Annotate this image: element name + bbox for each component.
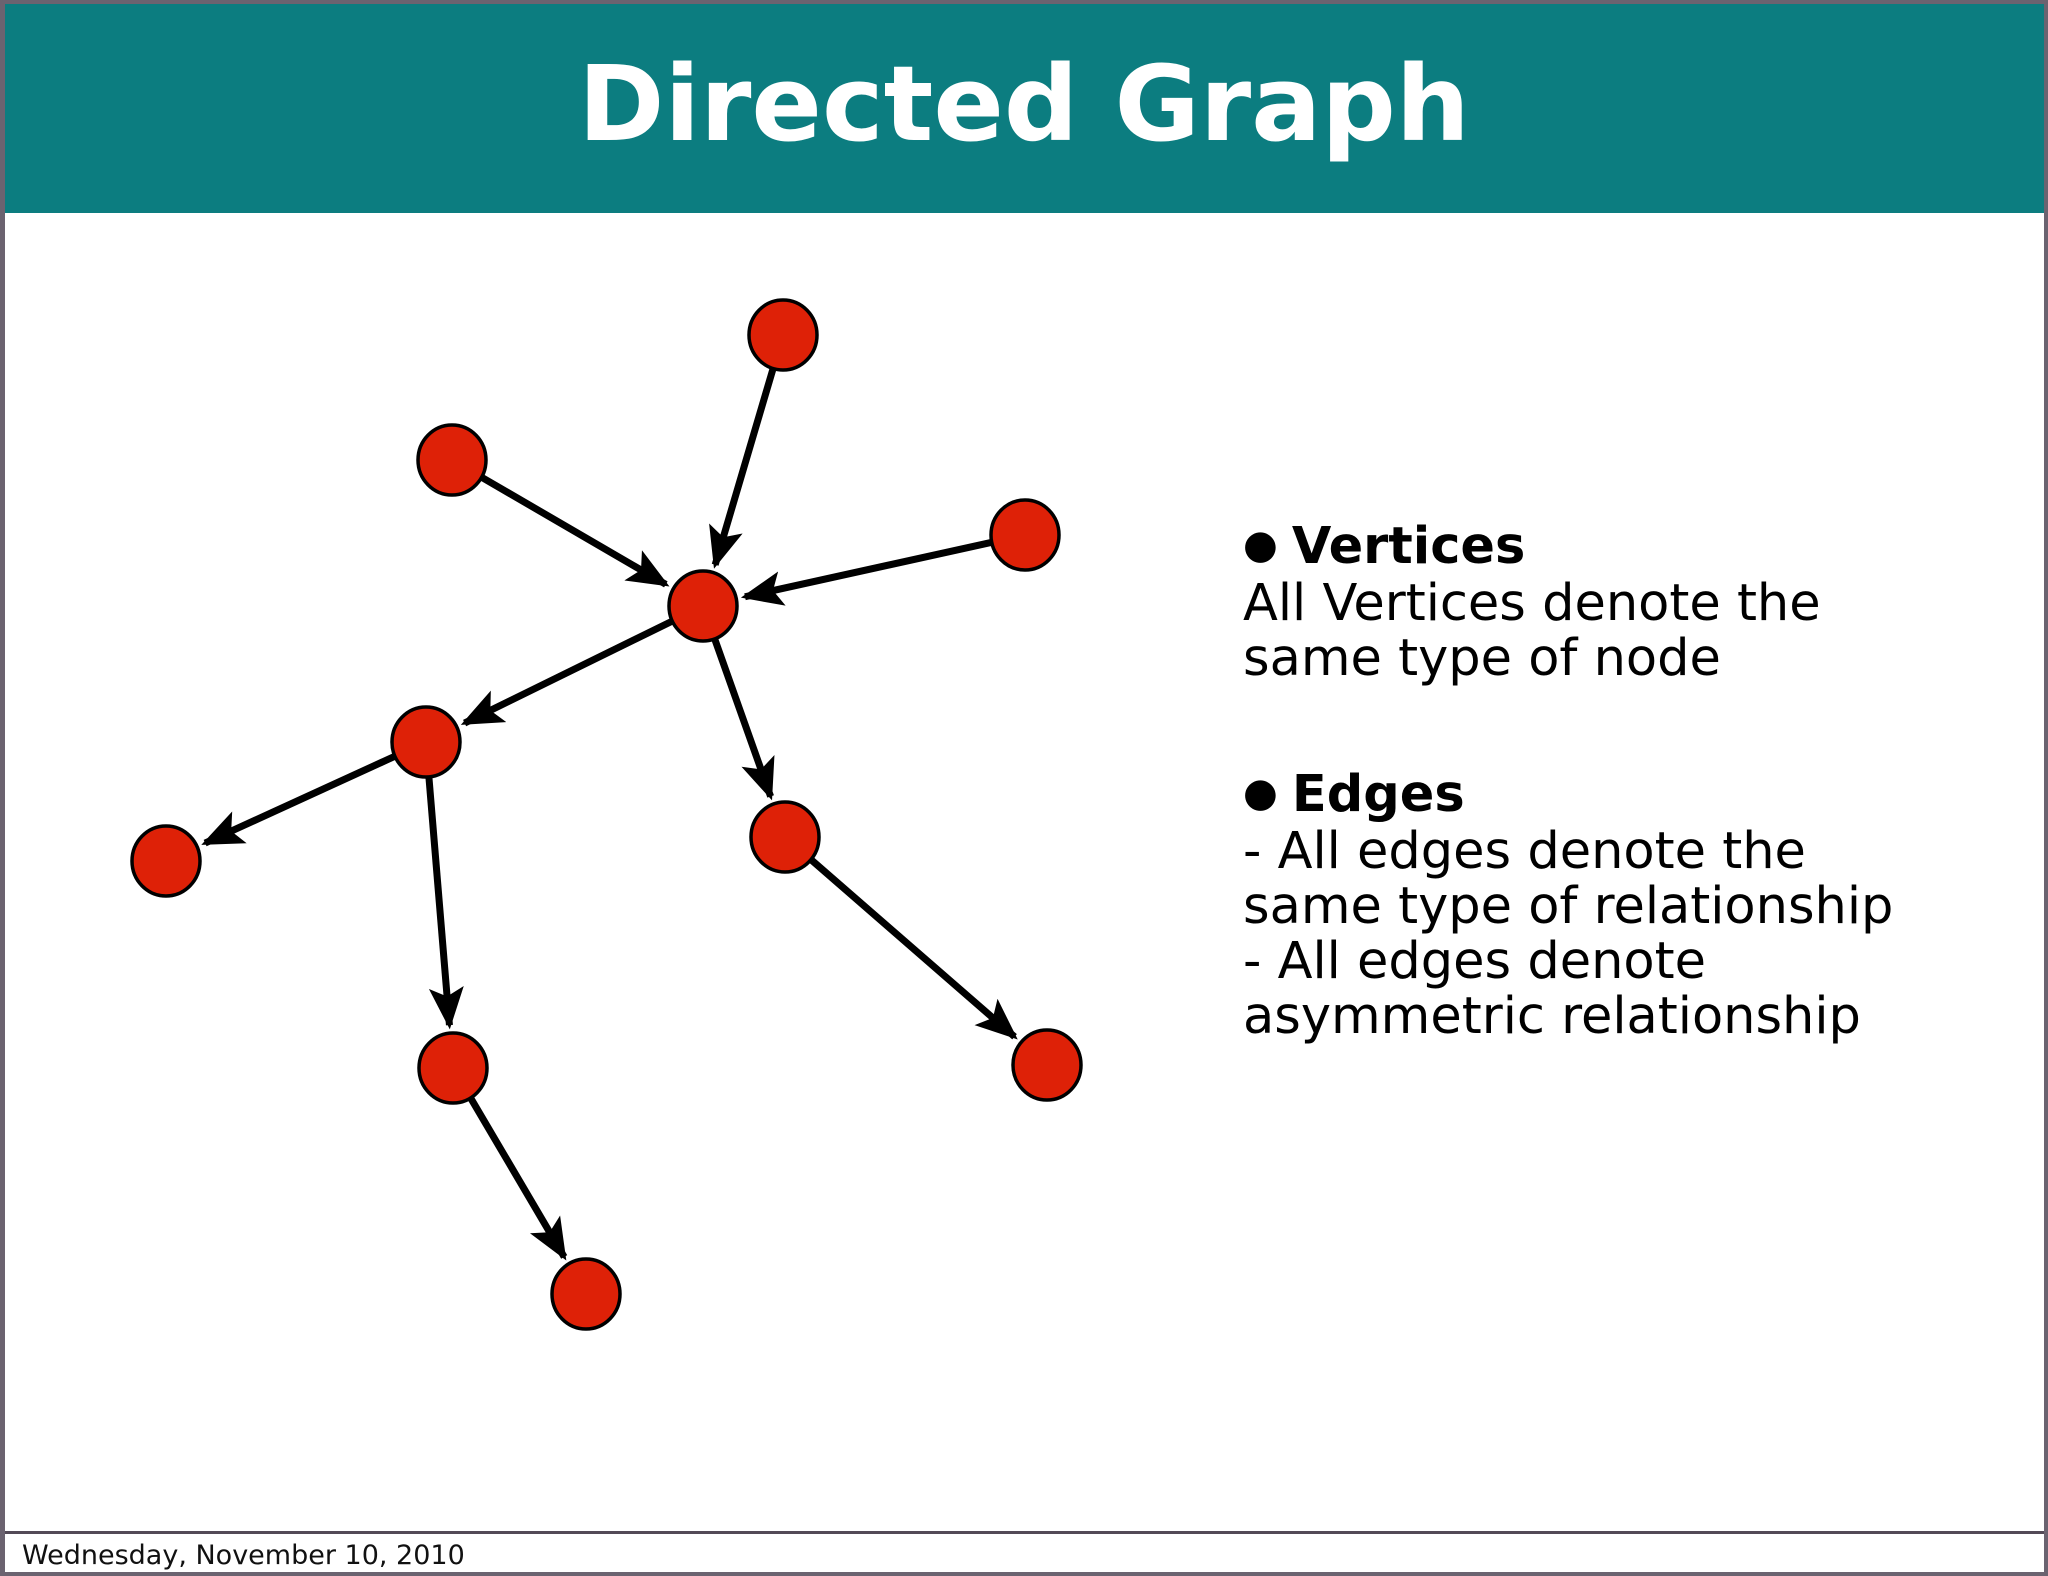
graph-node bbox=[130, 824, 202, 898]
title-band: Directed Graph bbox=[0, 0, 2048, 213]
graph-edge bbox=[808, 856, 1018, 1040]
edges-line-1: - All edges denote the bbox=[1243, 822, 1806, 882]
footer-date: Wednesday, November 10, 2010 bbox=[22, 1540, 465, 1571]
slide-body bbox=[0, 213, 2048, 1531]
bullet-heading-vertices: ● Vertices bbox=[1243, 517, 2033, 576]
graph-edge bbox=[740, 538, 993, 606]
edges-line-2: same type of relationship bbox=[1243, 877, 1894, 937]
graph-node bbox=[667, 569, 739, 643]
edges-line-4: asymmetric relationship bbox=[1243, 987, 1861, 1047]
graph-edge bbox=[711, 636, 775, 801]
graph-node bbox=[747, 298, 819, 372]
vertices-line-1: All Vertices denote the bbox=[1243, 574, 1821, 634]
graph-node-layer bbox=[130, 298, 1083, 1331]
vertices-line-2: same type of node bbox=[1243, 629, 1721, 689]
graph-edge bbox=[460, 617, 675, 727]
graph-edge bbox=[479, 474, 670, 588]
graph-node bbox=[749, 800, 821, 874]
bullet-body-vertices: All Vertices denote the same type of nod… bbox=[1243, 576, 2033, 686]
graph-node bbox=[416, 423, 488, 497]
bullet-heading-edges-label: Edges bbox=[1291, 765, 1465, 825]
graph-node bbox=[390, 705, 462, 779]
bullet-content: ● Vertices All Vertices denote the same t… bbox=[1243, 517, 2033, 1044]
bullet-dot-icon: ● bbox=[1243, 770, 1278, 817]
graph-edge-layer bbox=[201, 366, 1018, 1261]
edges-line-3: - All edges denote bbox=[1243, 932, 1706, 992]
graph-node bbox=[417, 1031, 489, 1105]
graph-node bbox=[1011, 1028, 1083, 1102]
graph-edge bbox=[467, 1095, 568, 1261]
graph-node bbox=[989, 498, 1061, 572]
bullet-heading-edges: ● Edges bbox=[1243, 768, 2033, 822]
bullet-heading-vertices-label: Vertices bbox=[1291, 517, 1526, 576]
bullet-dot-icon: ● bbox=[1243, 522, 1278, 568]
graph-edge bbox=[709, 366, 777, 569]
graph-edge bbox=[201, 752, 397, 847]
footer-divider bbox=[4, 1531, 2044, 1534]
graph-node bbox=[550, 1257, 622, 1331]
bullet-body-edges: - All edges denote the same type of rela… bbox=[1243, 824, 2033, 1044]
bullet-group-spacer bbox=[1243, 686, 2033, 768]
graph-edge bbox=[425, 775, 464, 1030]
page-title: Directed Graph bbox=[578, 42, 1470, 165]
